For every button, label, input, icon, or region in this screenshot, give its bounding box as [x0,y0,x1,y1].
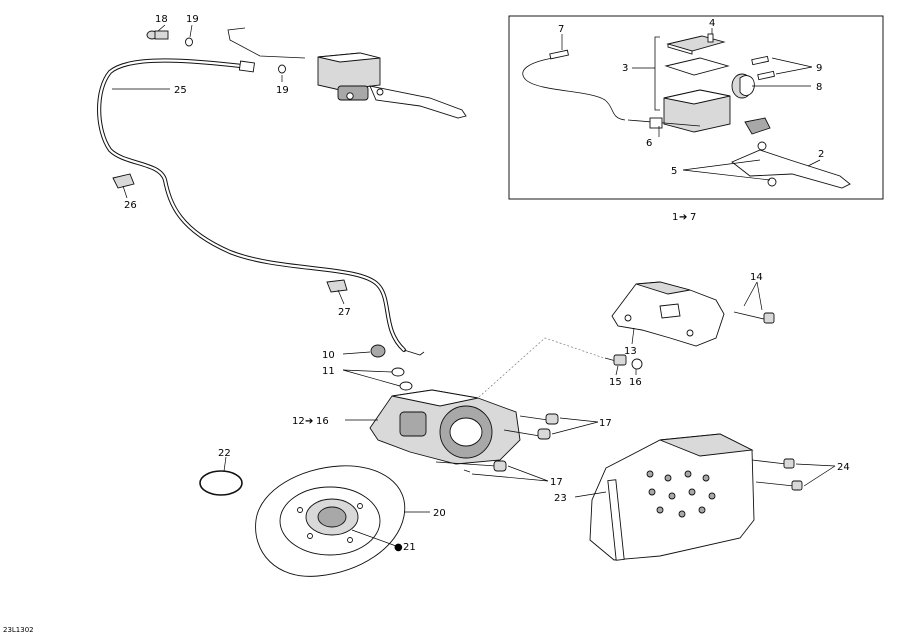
reservoir-cap [666,33,726,55]
label-27: 27 [338,307,351,318]
bleeder-cap-16 [631,358,643,370]
label-21: 21 [403,542,416,553]
label-1-to-7: 1 ➔ 7 [672,212,696,223]
hose-clip-27 [326,279,348,293]
bleeder-cap-10 [370,344,386,358]
label-16-end: 16 [316,416,329,427]
label-12: 12 [292,416,305,427]
bracket-3 [654,36,660,111]
label-10: 10 [322,350,335,361]
master-cylinder-kit-frame [508,15,884,200]
master-cylinder-main [317,52,467,119]
label-8: 8 [816,82,822,93]
label-20: 20 [433,508,446,519]
inset-brake-lever [731,141,851,189]
brake-caliper [369,389,521,465]
banjo-washers-11 [391,367,413,391]
inset-cable [522,49,626,121]
label-23: 23 [554,493,567,504]
range-arrow: ➔ [305,416,313,427]
label-5: 5 [671,166,677,177]
label-6: 6 [646,138,652,149]
shield-bolts-24 [751,458,803,491]
banjo-bolt [146,30,169,40]
label-26: 26 [124,200,137,211]
caliper-bracket [611,281,725,347]
diagram-code: 23L1302 [3,626,34,634]
label-17-upper: 17 [599,418,612,429]
label-1: 1 [672,212,678,223]
leader-lines [112,24,836,547]
cylinder-clamp-8 [739,75,755,96]
label-17-lower: 17 [550,477,563,488]
adhesive-marker: ● [394,542,403,553]
brake-disc [255,465,406,577]
label-2: 2 [818,149,824,160]
sealing-washer-top [185,37,193,47]
mounting-screws-9 [751,55,775,81]
label-22: 22 [218,448,231,459]
label-25: 25 [174,85,187,96]
caliper-bolts-17 [435,413,559,473]
label-12-to-16: 12 ➔ 16 [292,416,329,427]
label-16: 16 [629,377,642,388]
label-3: 3 [622,63,628,74]
label-15: 15 [609,377,622,388]
label-19-mid: 19 [276,85,289,96]
o-ring-22 [199,470,243,496]
bleeder-screw-15 [604,354,627,366]
heat-shield [589,433,755,561]
throttle-cable [227,27,306,59]
bracket-bolt-14 [733,311,775,324]
label-19-top: 19 [186,14,199,25]
label-4: 4 [709,18,715,29]
hose-clip-26 [112,173,135,189]
label-14: 14 [750,272,763,283]
brake-hose [97,58,425,356]
label-24: 24 [837,462,850,473]
range-arrow: ➔ [679,212,687,223]
label-11: 11 [322,366,335,377]
label-13: 13 [624,346,637,357]
label-7-end: 7 [690,212,696,223]
assembly-line [469,337,605,406]
label-18: 18 [155,14,168,25]
label-9: 9 [816,63,822,74]
label-7: 7 [558,24,564,35]
label-21-group: ● 21 [394,542,416,553]
sealing-washer-mid [278,64,286,74]
reservoir-diaphragm [664,57,730,76]
